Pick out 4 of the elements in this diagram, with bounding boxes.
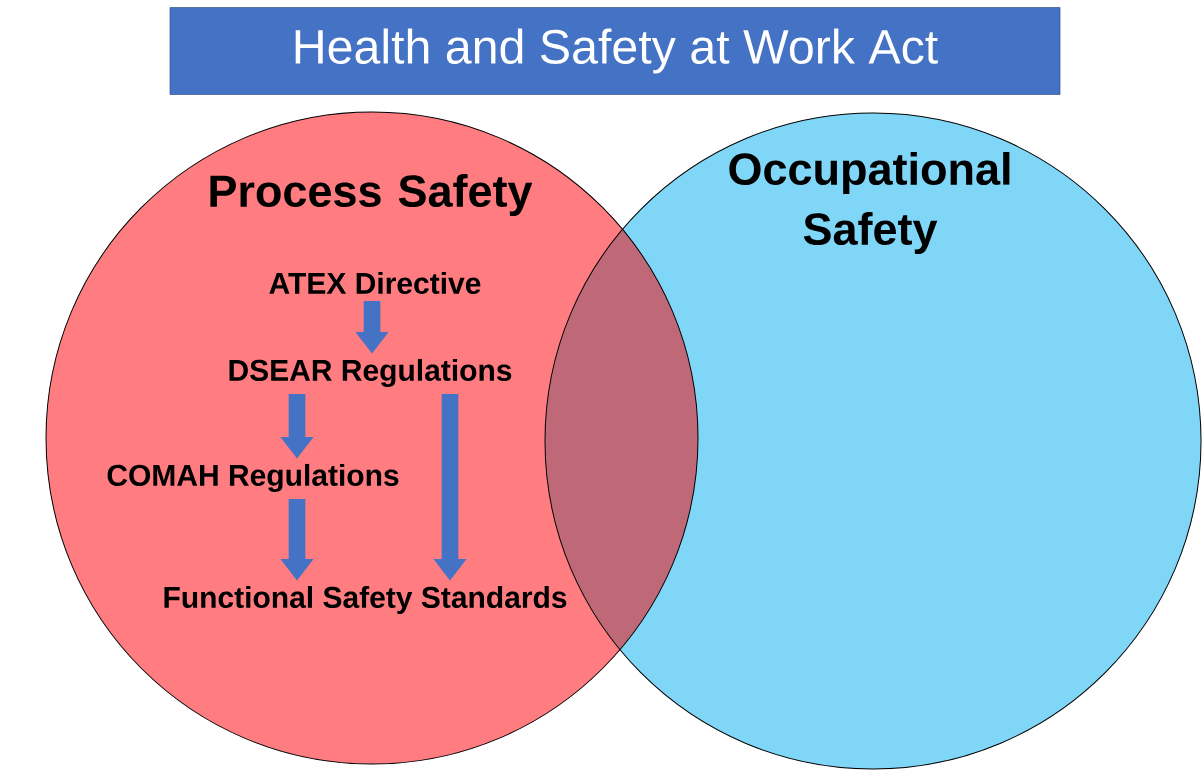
regulation-label: COMAH Regulations <box>107 463 399 493</box>
regulation-label: DSEAR Regulations <box>229 358 512 388</box>
regulation-label: ATEX Directive <box>269 271 481 294</box>
title-banner: Health and Safety at Work Act <box>169 7 1061 95</box>
